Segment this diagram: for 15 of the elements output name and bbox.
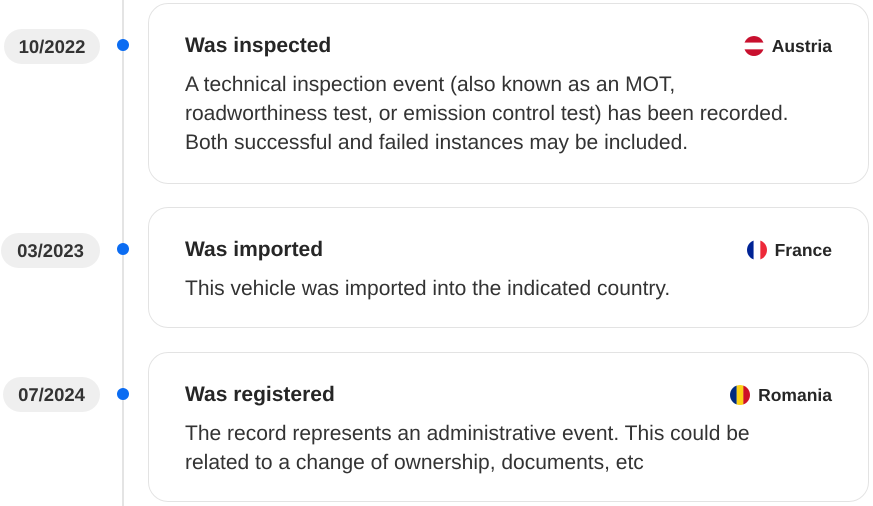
event-title: Was imported — [185, 238, 324, 262]
event-description: The record represents an administrative event. This could be related to a change of ownership, documents, etc — [185, 421, 751, 476]
event-description: A technical inspection event (also known as an MOT, roadworthiness test, or emission control test) has been recorded. Both successful and failed instances may be included. — [185, 72, 790, 156]
date-pill: 07/2024 — [3, 377, 100, 412]
date-pill: 03/2023 — [1, 233, 100, 268]
date-pill: 10/2022 — [4, 29, 100, 64]
event-title: Was registered — [185, 383, 335, 407]
country-name: France — [774, 240, 832, 260]
country-name: Romania — [758, 385, 832, 405]
country-name: Austria — [772, 36, 832, 56]
event-card — [148, 207, 869, 328]
event-card — [148, 352, 869, 502]
event-card — [148, 3, 869, 184]
event-description: This vehicle was imported into the indicated country. — [185, 276, 672, 302]
event-title: Was inspected — [185, 34, 332, 58]
